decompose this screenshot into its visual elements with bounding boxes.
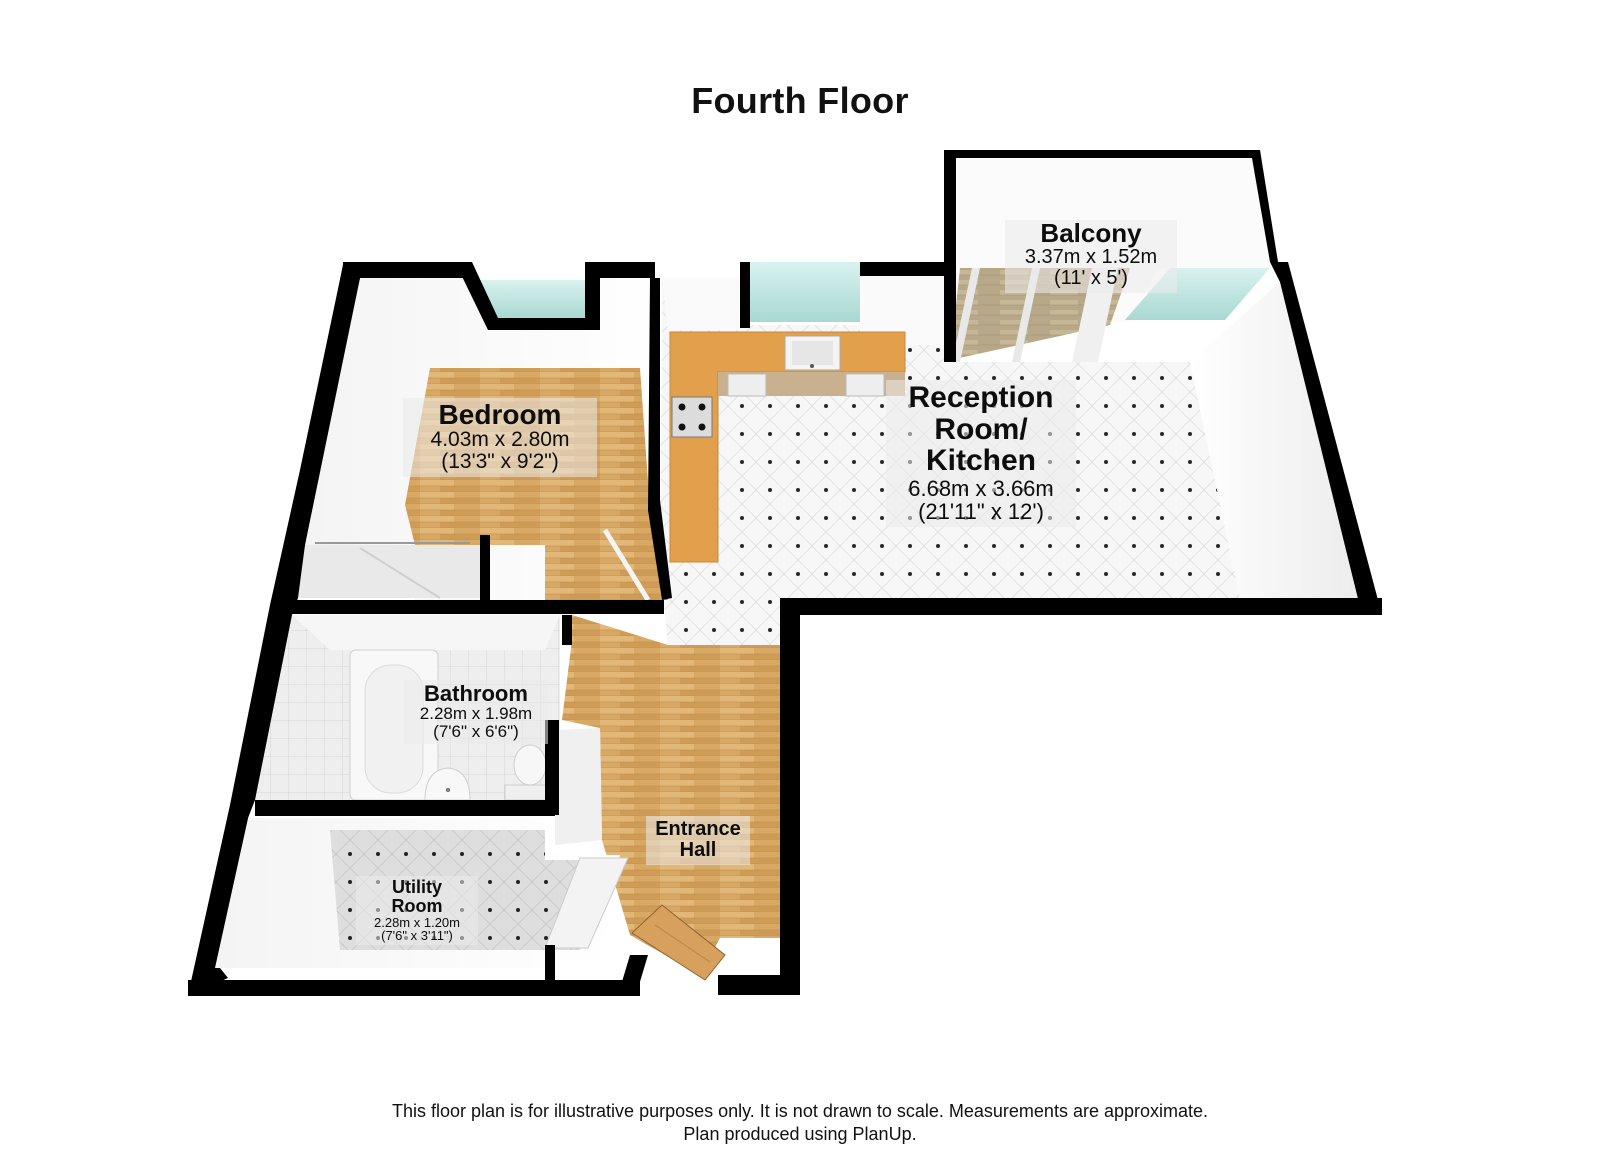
room-label-utility: Utility Room 2.28m x 1.20m (7'6" x 3'11"… bbox=[356, 876, 478, 946]
room-metric: 6.68m x 3.66m bbox=[908, 475, 1054, 501]
utility-door-icon[interactable] bbox=[544, 857, 629, 949]
room-name-line: Room/ bbox=[934, 412, 1028, 446]
room-name: Bedroom bbox=[438, 399, 562, 430]
kitchen-window-icon bbox=[745, 262, 860, 322]
room-metric: 2.28m x 1.98m bbox=[419, 704, 533, 724]
room-label-entrance-hall: Entrance Hall bbox=[646, 816, 750, 865]
room-name-line: Utility bbox=[391, 877, 442, 897]
room-name-line: Entrance bbox=[655, 818, 741, 840]
disclaimer-line-1: This floor plan is for illustrative purp… bbox=[391, 1101, 1209, 1121]
disclaimer-line-2: Plan produced using PlanUp. bbox=[683, 1124, 917, 1144]
hob-icon bbox=[671, 396, 713, 438]
room-label-balcony: Balcony 3.37m x 1.52m (11' x 5') bbox=[1005, 218, 1177, 294]
room-metric: 2.28m x 1.20m bbox=[374, 914, 460, 930]
room-label-bedroom: Bedroom 4.03m x 2.80m (13'3" x 9'2") bbox=[403, 398, 597, 478]
bedroom-window-icon bbox=[470, 280, 600, 318]
basin-icon bbox=[424, 767, 471, 801]
room-imperial: (21'11" x 12') bbox=[918, 498, 1044, 524]
room-name-line: Reception bbox=[908, 381, 1054, 414]
disclaimer: This floor plan is for illustrative purp… bbox=[0, 1100, 1600, 1146]
room-imperial: (13'3" x 9'2") bbox=[441, 450, 559, 474]
room-name-line: Hall bbox=[679, 839, 717, 861]
room-imperial: (11' x 5') bbox=[1054, 267, 1128, 290]
bedroom-door-icon[interactable] bbox=[602, 528, 651, 602]
room-label-reception: Reception Room/ Kitchen 6.68m x 3.66m (2… bbox=[886, 380, 1076, 527]
room-imperial: (7'6" x 3'11") bbox=[381, 928, 453, 944]
room-metric: 3.37m x 1.52m bbox=[1024, 246, 1158, 269]
room-name: Balcony bbox=[1040, 218, 1142, 248]
room-name: Bathroom bbox=[424, 681, 528, 706]
room-metric: 4.03m x 2.80m bbox=[430, 428, 570, 452]
front-door-icon[interactable] bbox=[631, 904, 726, 981]
sink-icon bbox=[784, 335, 841, 371]
room-imperial: (7'6" x 6'6") bbox=[433, 721, 519, 741]
room-label-bathroom: Bathroom 2.28m x 1.98m (7'6" x 6'6") bbox=[404, 680, 548, 744]
floor-title: Fourth Floor bbox=[691, 80, 909, 121]
wardrobe bbox=[298, 542, 480, 599]
toilet-icon bbox=[504, 744, 551, 801]
walls bbox=[188, 262, 1382, 996]
room-name-line: Room bbox=[391, 895, 443, 916]
room-name-line: Kitchen bbox=[925, 444, 1036, 477]
